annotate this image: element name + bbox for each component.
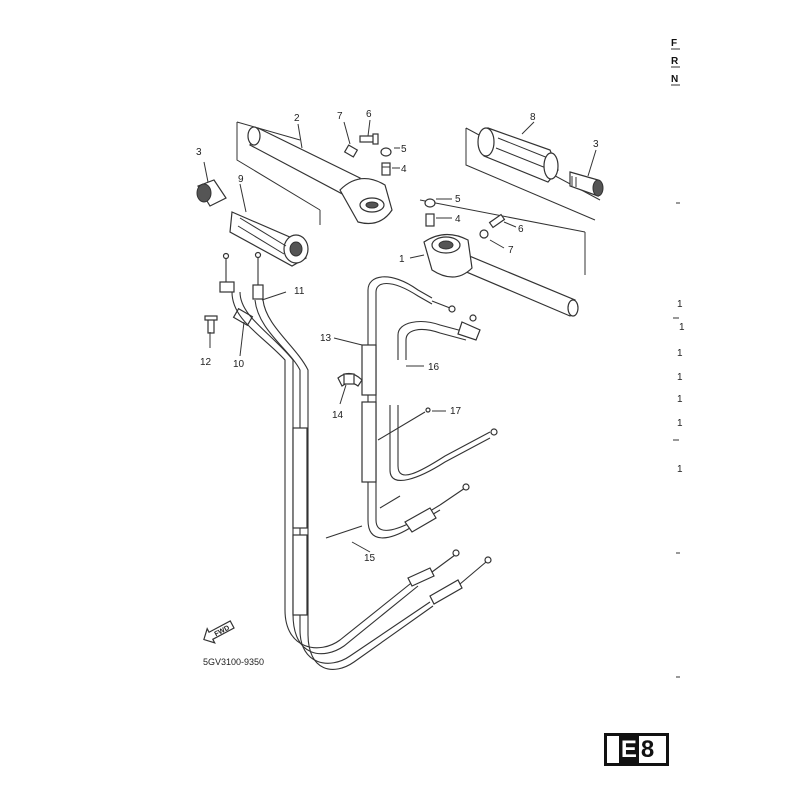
page-badge-number: 8 <box>640 735 655 763</box>
callout-label: 5 <box>455 194 461 205</box>
callout-label: 2 <box>294 113 300 124</box>
callouts: 1 2 3 3 4 4 5 5 6 6 7 7 8 9 10 11 12 13 … <box>196 109 599 564</box>
margin-number: 1 <box>679 322 685 333</box>
callout-label: 15 <box>364 553 376 564</box>
margin-number: 1 <box>677 299 683 310</box>
callout-label: 3 <box>593 139 599 150</box>
margin-number: 1 <box>677 464 683 475</box>
callout-label: 10 <box>233 359 245 370</box>
diagram-code: 5GV3100-9350 <box>203 657 265 667</box>
margin-number: 1 <box>677 394 683 405</box>
margin-number: 1 <box>677 372 683 383</box>
callout-label: 5 <box>401 144 407 155</box>
leader-lines <box>203 119 597 553</box>
margin-column: 1 1 1 1 1 1 1 <box>673 202 685 678</box>
callout-label: 1 <box>399 254 405 265</box>
header-letter: R <box>671 56 679 67</box>
callout-label: 17 <box>450 406 462 417</box>
callout-label: 14 <box>332 410 344 421</box>
header-letter: N <box>671 74 678 85</box>
callout-label: 7 <box>508 245 514 256</box>
page-badge-letter: E <box>618 735 639 764</box>
callout-label: 11 <box>294 286 305 297</box>
left-handlebar-group <box>196 121 393 267</box>
callout-label: 4 <box>401 164 407 175</box>
callout-label: 6 <box>518 224 524 235</box>
callout-label: 9 <box>238 174 244 185</box>
fwd-arrow-icon: FWD <box>203 620 235 644</box>
callout-label: 4 <box>455 214 461 225</box>
cable-assembly <box>204 251 498 670</box>
callout-label: 12 <box>200 357 212 368</box>
fwd-label: FWD <box>214 625 231 639</box>
callout-label: 6 <box>366 109 372 120</box>
margin-number: 1 <box>677 348 683 359</box>
right-handlebar-group <box>419 127 604 317</box>
margin-number: 1 <box>677 418 683 429</box>
callout-label: 16 <box>428 362 440 373</box>
callout-label: 13 <box>320 333 332 344</box>
callout-label: 3 <box>196 147 202 158</box>
bolt-icon <box>359 135 375 143</box>
header-letter: F <box>671 38 677 49</box>
callout-label: 7 <box>337 111 343 122</box>
callout-label: 8 <box>530 112 536 123</box>
